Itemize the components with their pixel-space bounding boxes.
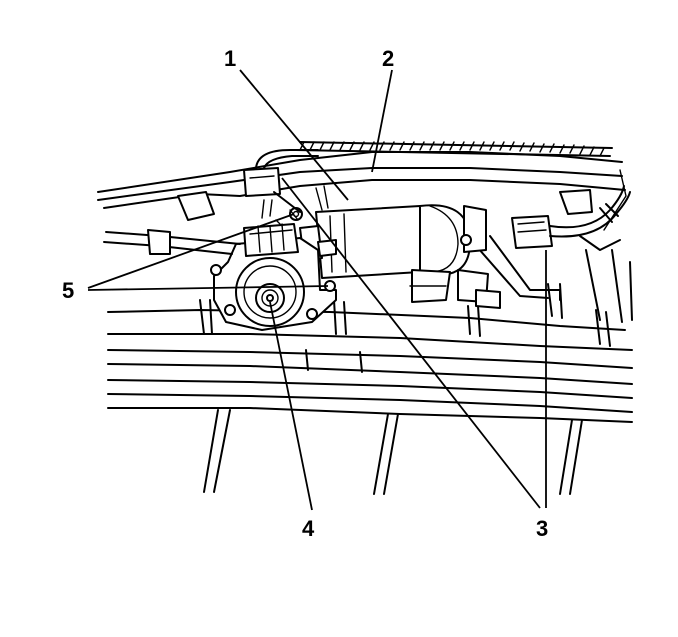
callout-2: 2 bbox=[382, 46, 394, 71]
connector-upper-left bbox=[243, 149, 319, 213]
left-cable bbox=[103, 199, 273, 255]
right-track-bracket bbox=[477, 235, 633, 323]
leader-3a bbox=[281, 177, 541, 509]
lower-rail-frame bbox=[107, 299, 633, 495]
callout-4: 4 bbox=[302, 516, 315, 541]
leader-4 bbox=[269, 301, 313, 511]
leader-2 bbox=[371, 69, 393, 173]
callout-5: 5 bbox=[62, 278, 74, 303]
upper-trim-panel bbox=[97, 141, 627, 231]
connector-right bbox=[511, 185, 631, 249]
leader-5b bbox=[87, 285, 329, 291]
leader-1 bbox=[239, 69, 349, 201]
motor-body bbox=[299, 185, 501, 309]
ribbed-edge bbox=[295, 141, 613, 157]
callout-3: 3 bbox=[536, 516, 548, 541]
gearbox-actuator bbox=[210, 207, 337, 331]
leader-lines bbox=[87, 69, 547, 511]
leader-5a bbox=[87, 213, 295, 289]
callout-1: 1 bbox=[224, 46, 236, 71]
